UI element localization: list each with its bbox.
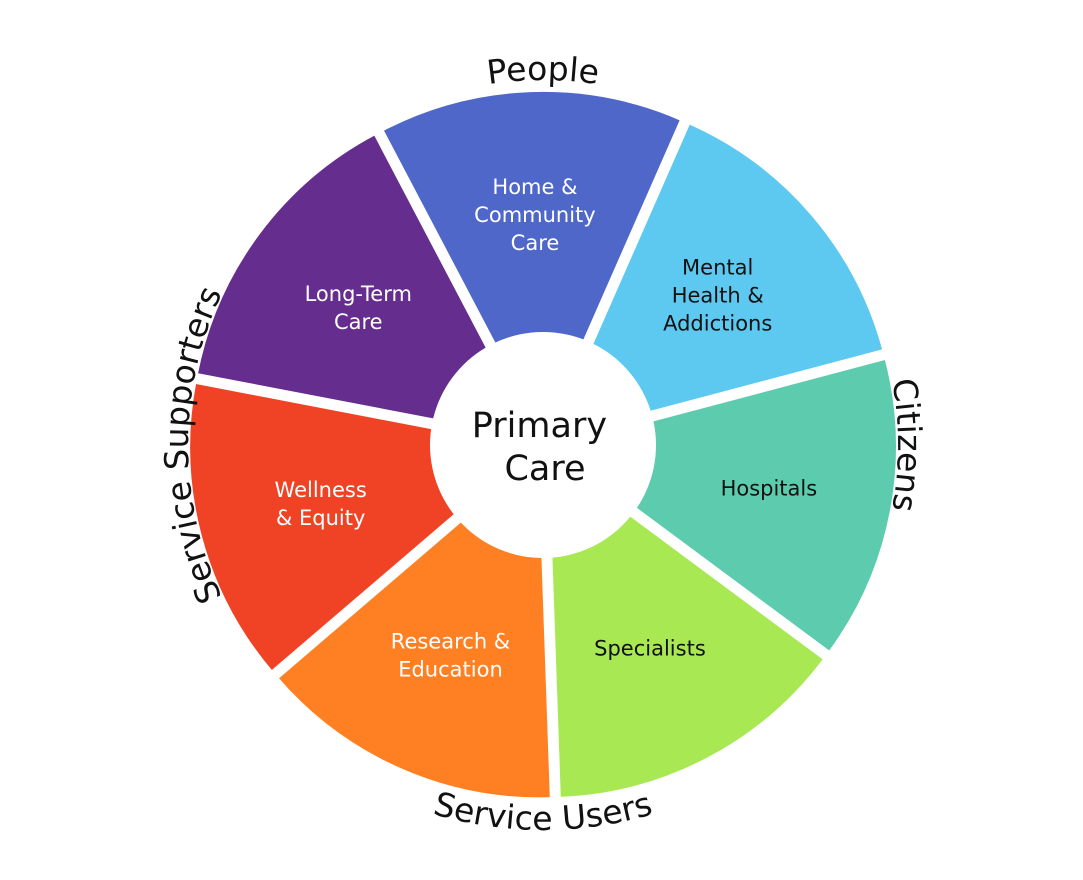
segment-wedge xyxy=(544,448,829,801)
segment-wedge xyxy=(545,119,887,443)
outer-label-people: People xyxy=(484,49,601,92)
segment-label: Specialists xyxy=(594,637,706,661)
center-circle xyxy=(430,332,656,558)
segment-wedge xyxy=(378,87,685,442)
segment-label-line: Wellness xyxy=(275,478,367,502)
center-label-line: Care xyxy=(504,449,585,489)
center-label: Primary Care xyxy=(472,406,618,489)
segment-label-line: Community xyxy=(474,203,596,227)
segment-wedge xyxy=(193,130,541,443)
outer-label-citizens: Citizens xyxy=(884,376,929,515)
segment-label-line: Long-Term xyxy=(305,282,412,306)
segment-label-line: Care xyxy=(334,310,383,334)
segment-label-line: Specialists xyxy=(594,637,706,661)
segment-label-line: Research & xyxy=(391,630,510,654)
segment-label-line: Mental xyxy=(682,255,753,279)
segment-label-line: Care xyxy=(511,231,560,255)
segment-label: Wellness & Equity xyxy=(275,478,367,530)
segment-specialists: Specialists xyxy=(544,448,829,801)
center-label-line: Primary xyxy=(472,406,607,446)
segment-label-line: Addictions xyxy=(663,311,772,335)
segment-label-line: Health & xyxy=(672,283,764,307)
segment-label: Research & Education xyxy=(391,630,510,682)
segment-label: Hospitals xyxy=(721,476,818,500)
segment-label-line: Home & xyxy=(492,175,577,199)
segment-label-line: & Equity xyxy=(276,506,365,530)
segment-label-line: Education xyxy=(398,658,503,682)
segment-label-line: Hospitals xyxy=(721,476,818,500)
